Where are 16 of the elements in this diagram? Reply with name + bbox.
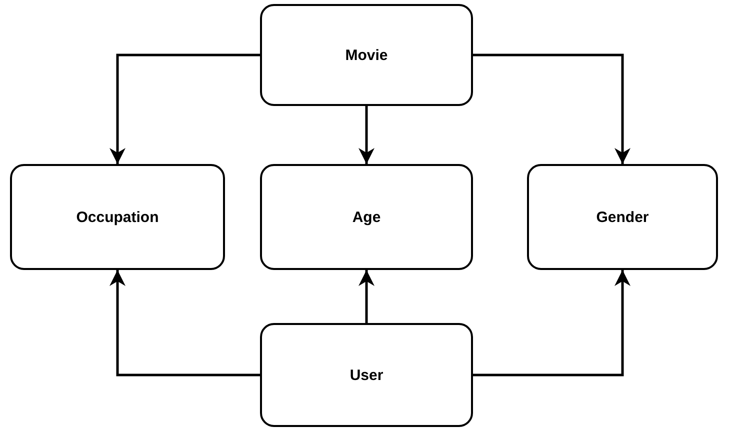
arrow — [358, 106, 374, 164]
process-box — [260, 4, 473, 106]
process-box — [527, 164, 718, 270]
node-label: Occupation — [76, 208, 159, 226]
node-label: Age — [352, 208, 381, 226]
process-box — [260, 164, 473, 270]
arrow — [473, 54, 630, 164]
arrow — [110, 54, 260, 164]
arrow — [110, 270, 260, 376]
node-label: Gender — [596, 208, 649, 226]
process-box — [10, 164, 225, 270]
node-label: Movie — [345, 46, 388, 64]
arrow — [358, 270, 374, 323]
process-box — [260, 323, 473, 427]
node-label: User — [350, 366, 384, 384]
arrow — [473, 270, 630, 376]
